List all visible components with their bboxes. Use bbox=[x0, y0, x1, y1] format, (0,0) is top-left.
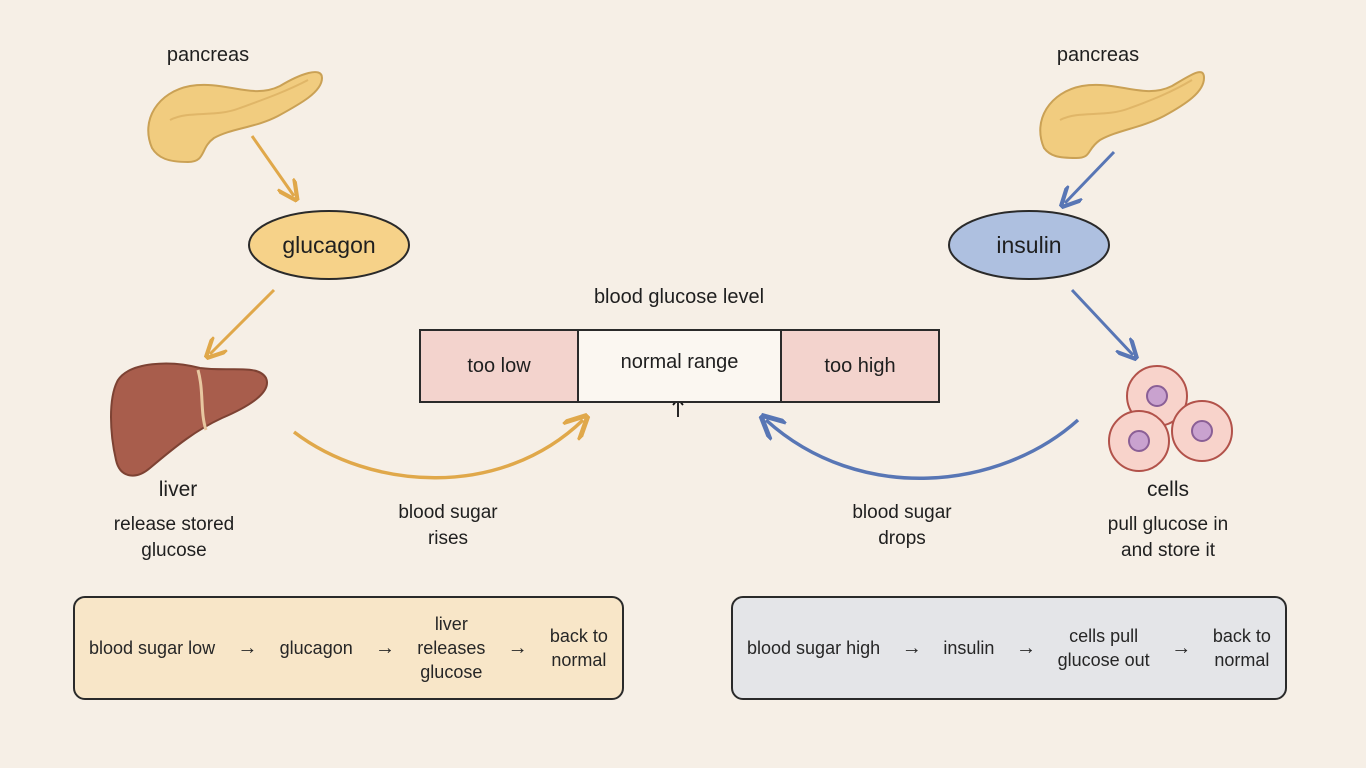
glucagon-summary-step-2-line-1: glucagon bbox=[279, 638, 353, 658]
insulin-summary-arrow-2: → bbox=[1015, 636, 1036, 659]
gauge-normal-label: normal range bbox=[620, 350, 739, 373]
liver-label: liver bbox=[158, 478, 198, 501]
glucagon-summary-box: blood sugar low → glucagon → liver relea… bbox=[73, 596, 624, 700]
arrow-liver-to-gauge bbox=[292, 420, 583, 480]
insulin-summary-step-4-line-1: back to bbox=[1212, 626, 1271, 646]
arrow-insulin-to-cells bbox=[1070, 288, 1133, 355]
glucagon-summary-step-3-line-1: liver bbox=[434, 614, 468, 634]
insulin-summary-box: blood sugar high → insulin → cells pull … bbox=[731, 596, 1287, 700]
insulin-summary-step-3: cells pull glucose out bbox=[1058, 624, 1150, 672]
glucagon-summary-step-1-line-1: blood sugar low bbox=[89, 638, 216, 658]
glucagon-summary-step-2: glucagon bbox=[280, 636, 353, 660]
right-pancreas-illustration bbox=[1039, 71, 1206, 160]
glucagon-summary-arrow-2: → bbox=[375, 636, 396, 659]
arrow-pancreas-to-glucagon bbox=[250, 135, 294, 196]
gauge-too-low-zone: too low bbox=[421, 331, 579, 401]
blood-glucose-gauge: too low normal range too high bbox=[419, 329, 940, 403]
glucagon-summary-step-4-line-2: normal bbox=[551, 650, 607, 670]
glucagon-summary-arrow-3: → bbox=[507, 636, 528, 659]
cells-action-line-2: and store it bbox=[1121, 540, 1215, 561]
glucagon-summary-step-3-line-2: releases bbox=[417, 638, 486, 658]
rise-effect-line-1: blood sugar bbox=[398, 502, 498, 523]
insulin-label: insulin bbox=[996, 232, 1062, 258]
glucagon-summary-step-1: blood sugar low bbox=[89, 636, 215, 660]
insulin-summary-step-4-line-2: normal bbox=[1214, 650, 1270, 670]
liver-action-line-2: glucose bbox=[141, 540, 207, 561]
glucagon-summary-step-3: liver releases glucose bbox=[417, 612, 485, 684]
arrow-glucagon-to-liver bbox=[210, 288, 276, 354]
rise-effect-line-2: rises bbox=[427, 528, 469, 549]
drop-effect-label: blood sugar drops bbox=[802, 500, 1002, 552]
arrow-cells-to-gauge bbox=[766, 420, 1080, 480]
insulin-summary-step-4: back to normal bbox=[1213, 624, 1271, 672]
glucagon-label: glucagon bbox=[282, 232, 376, 258]
gauge-too-low-label: too low bbox=[467, 354, 531, 377]
gauge-normal-zone: normal range bbox=[579, 331, 780, 401]
drop-effect-line-1: blood sugar bbox=[852, 502, 952, 523]
liver-action: release stored glucose bbox=[74, 512, 274, 564]
glucagon-summary-step-4: back to normal bbox=[550, 624, 608, 672]
right-pancreas-label: pancreas bbox=[1056, 44, 1140, 66]
insulin-summary-step-2-line-1: insulin bbox=[943, 638, 995, 658]
gauge-too-high-zone: too high bbox=[780, 331, 938, 401]
insulin-summary-step-1: blood sugar high bbox=[747, 636, 880, 660]
insulin-summary-arrow-3: → bbox=[1171, 636, 1192, 659]
left-pancreas-illustration bbox=[147, 71, 324, 164]
glucagon-summary-arrow-1: → bbox=[237, 636, 258, 659]
gauge-too-high-label: too high bbox=[824, 354, 896, 377]
cells-label: cells bbox=[1146, 478, 1190, 501]
insulin-summary-step-2: insulin bbox=[943, 636, 994, 660]
insulin-summary-arrow-1: → bbox=[901, 636, 922, 659]
cells-illustration bbox=[1108, 365, 1233, 472]
glucagon-oval bbox=[248, 210, 410, 280]
liver-illustration bbox=[110, 362, 268, 477]
arrow-pancreas-to-insulin bbox=[1065, 150, 1116, 203]
glucagon-summary-step-4-line-1: back to bbox=[549, 626, 608, 646]
liver-action-line-1: release stored bbox=[113, 514, 235, 535]
gauge-title: blood glucose level bbox=[593, 286, 765, 308]
insulin-summary-step-3-line-1: cells pull bbox=[1069, 626, 1139, 646]
insulin-summary-step-1-line-1: blood sugar high bbox=[747, 638, 881, 658]
rise-effect-label: blood sugar rises bbox=[348, 500, 548, 552]
insulin-summary-step-3-line-2: glucose out bbox=[1057, 650, 1150, 670]
cells-action-line-1: pull glucose in bbox=[1107, 514, 1229, 535]
left-pancreas-label: pancreas bbox=[166, 44, 250, 66]
glucagon-summary-step-3-line-3: glucose bbox=[420, 662, 483, 682]
insulin-oval bbox=[948, 210, 1110, 280]
drop-effect-line-2: drops bbox=[878, 528, 926, 549]
cells-action: pull glucose in and store it bbox=[1068, 512, 1268, 564]
